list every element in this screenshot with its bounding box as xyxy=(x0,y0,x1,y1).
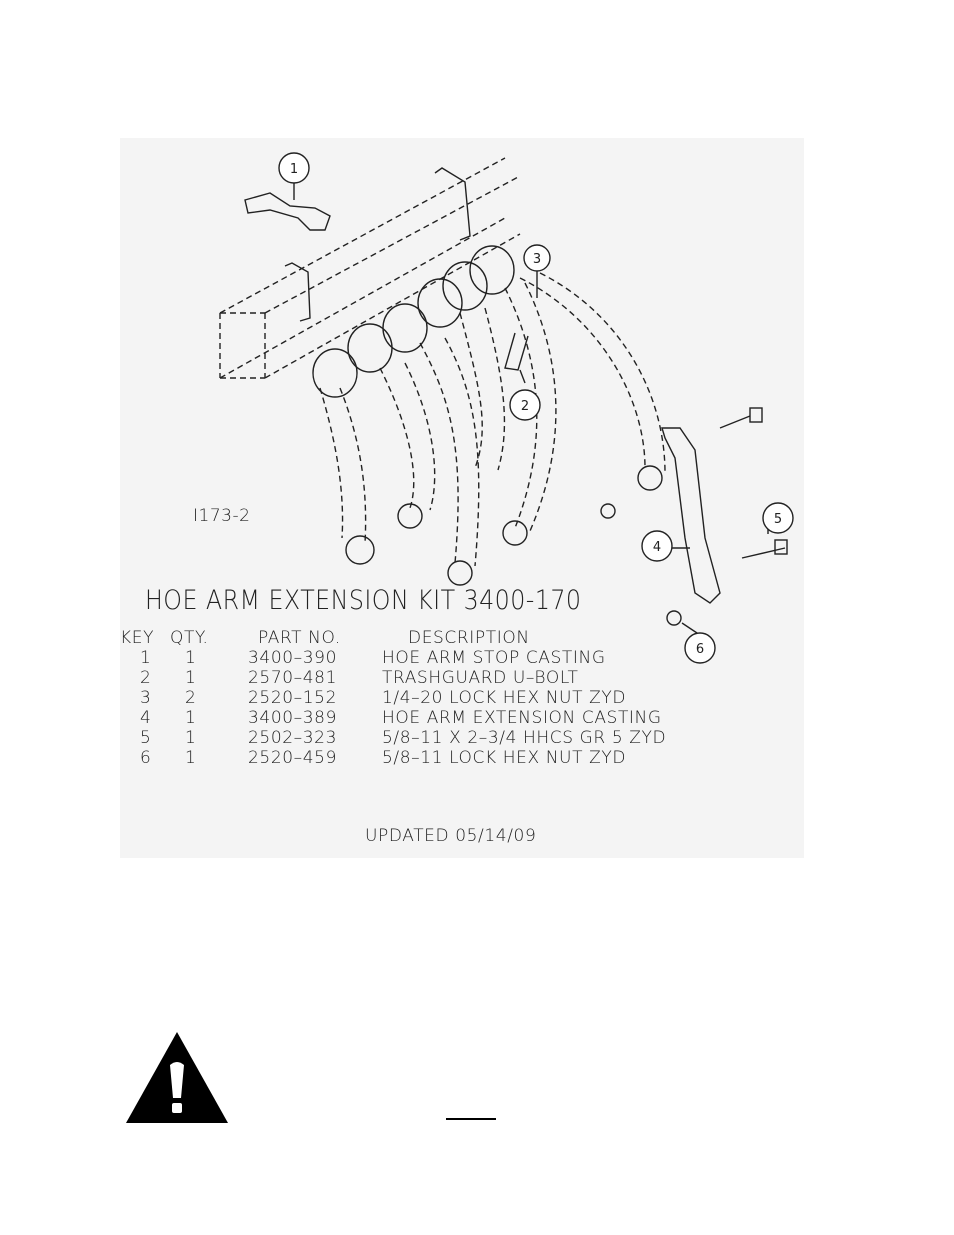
row-key: 5 xyxy=(140,728,152,748)
row-qty: 1 xyxy=(185,708,197,728)
callout-6-label: 6 xyxy=(696,642,704,657)
square-tube xyxy=(219,157,521,379)
updated-date: UPDATED 05/14/09 xyxy=(365,826,537,846)
bracket-left xyxy=(284,262,311,322)
callout-2-label: 2 xyxy=(521,399,529,414)
table-row: 4 1 3400–389 HOE ARM EXTENSION CASTING xyxy=(120,708,804,728)
nut-part-lower xyxy=(666,610,682,626)
row-key: 2 xyxy=(140,668,152,688)
table-row: 6 1 2520–459 5/8–11 LOCK HEX NUT ZYD xyxy=(120,748,804,768)
row-key: 1 xyxy=(140,648,152,668)
row-key: 6 xyxy=(140,748,152,768)
row-part-no: 2502–323 xyxy=(248,728,338,748)
table-row: 5 1 2502–323 5/8–11 X 2–3/4 HHCS GR 5 ZY… xyxy=(120,728,804,748)
row-qty: 1 xyxy=(185,728,197,748)
table-row: 2 1 2570–481 TRASHGUARD U–BOLT xyxy=(120,668,804,688)
header-qty: QTY. xyxy=(170,628,209,648)
row-key: 3 xyxy=(140,688,152,708)
row-description: HOE ARM STOP CASTING xyxy=(382,648,606,668)
bracket-right xyxy=(434,167,471,241)
hoe-arms xyxy=(319,272,666,567)
callout-3-circle xyxy=(523,244,551,272)
callout-5-label: 5 xyxy=(774,512,782,527)
row-description: HOE ARM EXTENSION CASTING xyxy=(382,708,662,728)
row-description: 5/8–11 LOCK HEX NUT ZYD xyxy=(382,748,627,768)
callout-6-circle xyxy=(684,632,716,664)
row-description: 5/8–11 X 2–3/4 HHCS GR 5 ZYD xyxy=(382,728,667,748)
kit-title: HOE ARM EXTENSION KIT 3400-170 xyxy=(145,585,582,616)
extension-casting-part xyxy=(661,427,721,604)
parts-table-header: KEY QTY. PART NO. DESCRIPTION xyxy=(120,628,804,648)
drawing-id: I173-2 xyxy=(193,506,251,526)
row-part-no: 2520–459 xyxy=(248,748,338,768)
table-row: 1 1 3400–390 HOE ARM STOP CASTING xyxy=(120,648,804,668)
row-description: 1/4–20 LOCK HEX NUT ZYD xyxy=(382,688,627,708)
bolt-parts xyxy=(719,407,788,559)
stop-casting-part xyxy=(244,192,331,231)
row-part-no: 2570–481 xyxy=(248,668,338,688)
callout-3-label: 3 xyxy=(533,252,541,267)
row-qty: 1 xyxy=(185,648,197,668)
row-key: 4 xyxy=(140,708,152,728)
callout-4-circle xyxy=(641,530,673,562)
header-key: KEY xyxy=(120,628,155,648)
nut-part-left xyxy=(600,503,616,519)
row-description: TRASHGUARD U–BOLT xyxy=(382,668,579,688)
callout-2-circle xyxy=(509,389,541,421)
header-part-no: PART NO. xyxy=(258,628,341,648)
arm-end-eyes xyxy=(345,465,663,586)
header-description: DESCRIPTION xyxy=(408,628,530,648)
u-bolt-part xyxy=(504,332,529,371)
row-part-no: 3400–390 xyxy=(248,648,338,668)
callout-1-label: 1 xyxy=(290,162,298,177)
exploded-assembly-drawing: 1 2 3 4 5 6 xyxy=(219,152,794,664)
row-qty: 1 xyxy=(185,748,197,768)
callout-1-circle xyxy=(278,152,310,184)
parts-diagram-panel: 1 2 3 4 5 6 I173-2 HOE ARM EXTENSION KIT… xyxy=(120,138,804,858)
spring-coils xyxy=(312,245,515,398)
table-row: 3 2 2520–152 1/4–20 LOCK HEX NUT ZYD xyxy=(120,688,804,708)
row-part-no: 3400–389 xyxy=(248,708,338,728)
underline-rule xyxy=(446,1118,496,1120)
row-part-no: 2520–152 xyxy=(248,688,338,708)
warning-triangle-icon xyxy=(126,1032,228,1123)
row-qty: 2 xyxy=(185,688,197,708)
row-qty: 1 xyxy=(185,668,197,688)
callout-5-circle xyxy=(762,502,794,534)
callout-4-label: 4 xyxy=(653,540,661,555)
